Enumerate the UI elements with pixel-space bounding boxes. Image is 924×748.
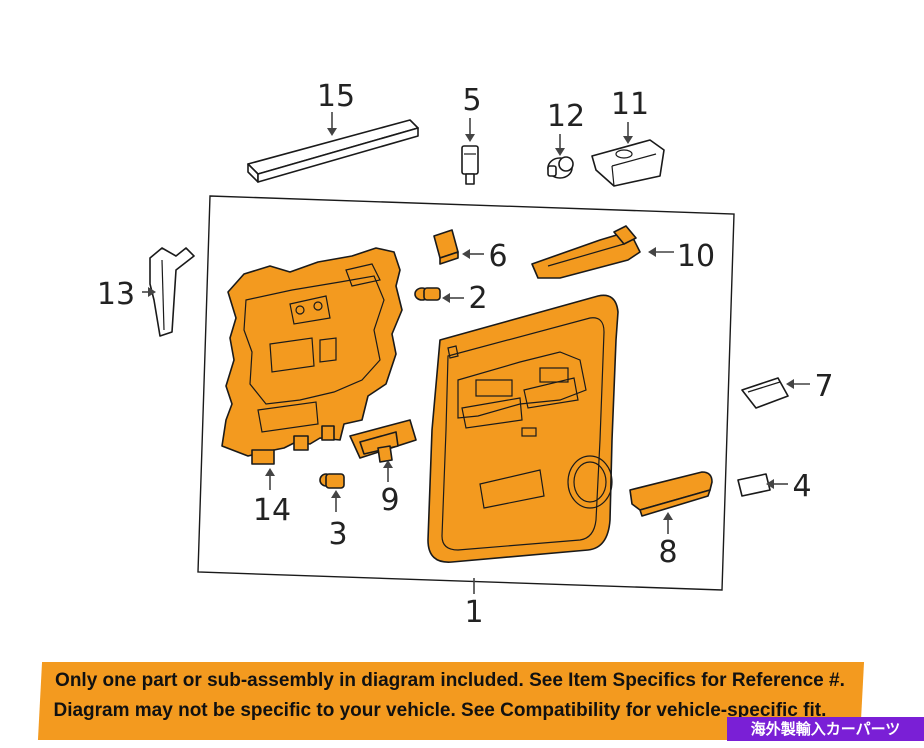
callout-12: 12 — [547, 99, 585, 134]
callout-5: 5 — [462, 83, 481, 118]
callout-6: 6 — [488, 239, 507, 274]
disclaimer-line-1: Only one part or sub-assembly in diagram… — [55, 670, 845, 691]
part-3-pin — [319, 473, 345, 489]
callout-15: 15 — [317, 79, 355, 114]
part-13-bracket — [149, 247, 195, 337]
callout-labels: 1 2 3 4 5 6 7 8 9 10 11 12 13 14 15 — [97, 79, 834, 630]
callout-4: 4 — [792, 469, 811, 504]
part-15-molding — [247, 119, 419, 183]
callout-9: 9 — [380, 483, 399, 518]
callout-1: 1 — [464, 595, 483, 630]
part-7-pad — [741, 377, 789, 409]
part-1-trim-panel — [427, 294, 619, 563]
part-12-grommet — [547, 156, 574, 179]
part-6-clip — [433, 229, 459, 265]
part-4-pad — [737, 473, 771, 497]
callout-3: 3 — [328, 517, 347, 552]
part-14-insulator — [221, 247, 403, 465]
part-2-pin — [414, 287, 441, 301]
seller-badge: 海外製輸入カーパーツ — [727, 717, 924, 741]
part-5-clip — [461, 145, 479, 185]
callout-8: 8 — [658, 535, 677, 570]
callout-14: 14 — [253, 493, 291, 528]
callout-13: 13 — [97, 277, 135, 312]
callout-11: 11 — [611, 87, 649, 122]
part-8-armrest — [629, 471, 713, 517]
part-11-bracket — [591, 139, 665, 187]
callout-10: 10 — [677, 239, 715, 274]
callout-2: 2 — [468, 281, 487, 316]
part-9-bezel — [349, 419, 417, 463]
leader-arrows — [142, 112, 810, 594]
callout-7: 7 — [814, 369, 833, 404]
part-10-handle — [531, 225, 641, 279]
